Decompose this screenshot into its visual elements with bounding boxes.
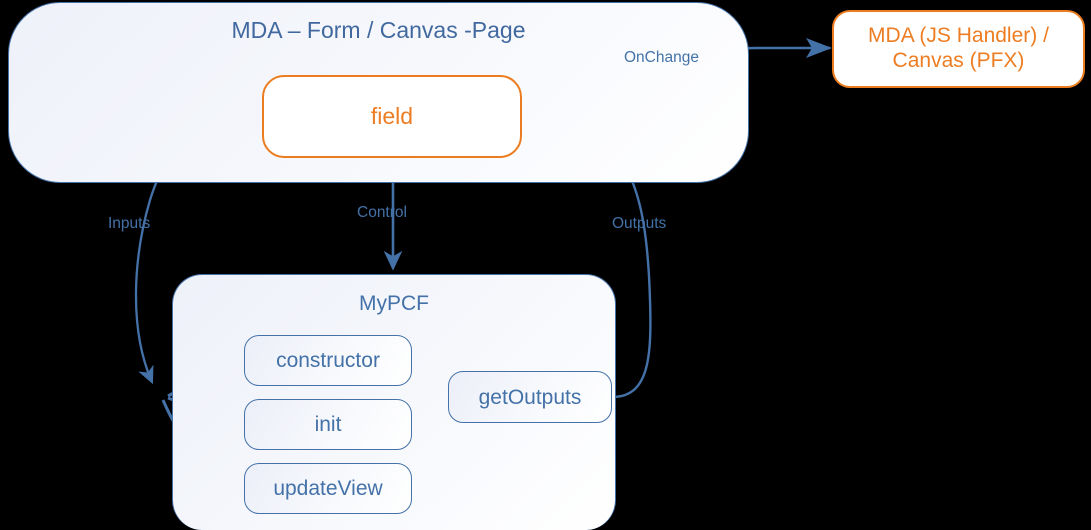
method-node-init[interactable]: init [244, 399, 412, 450]
method-node-constructor-label: constructor [276, 349, 380, 372]
method-node-updateview[interactable]: updateView [244, 463, 412, 514]
edge-label-inputs: Inputs [108, 215, 151, 232]
field-node-label: field [370, 102, 414, 129]
handler-node-line2: Canvas (PFX) [892, 49, 1025, 72]
method-node-getoutputs-label: getOutputs [478, 385, 582, 409]
edge-label-control: Control [357, 204, 407, 221]
handler-node-label: MDA (JS Handler) / Canvas (PFX) [868, 24, 1049, 74]
mypcf-container-title: MyPCF [359, 292, 429, 315]
edge-onchange-arrowhead [806, 38, 832, 58]
edge-label-outputs: Outputs [612, 215, 667, 232]
field-node[interactable]: field [262, 75, 522, 158]
method-node-getoutputs[interactable]: getOutputs [448, 371, 612, 423]
handler-node-line1: MDA (JS Handler) / [868, 24, 1049, 48]
edge-label-onchange: OnChange [624, 49, 699, 66]
method-node-init-label: init [314, 413, 342, 436]
method-node-updateview-label: updateView [273, 477, 383, 500]
mda-container-title: MDA – Form / Canvas -Page [231, 17, 526, 43]
method-node-constructor[interactable]: constructor [244, 335, 412, 386]
mda-js-handler-canvas-pfx-node[interactable]: MDA (JS Handler) / Canvas (PFX) [832, 10, 1085, 88]
